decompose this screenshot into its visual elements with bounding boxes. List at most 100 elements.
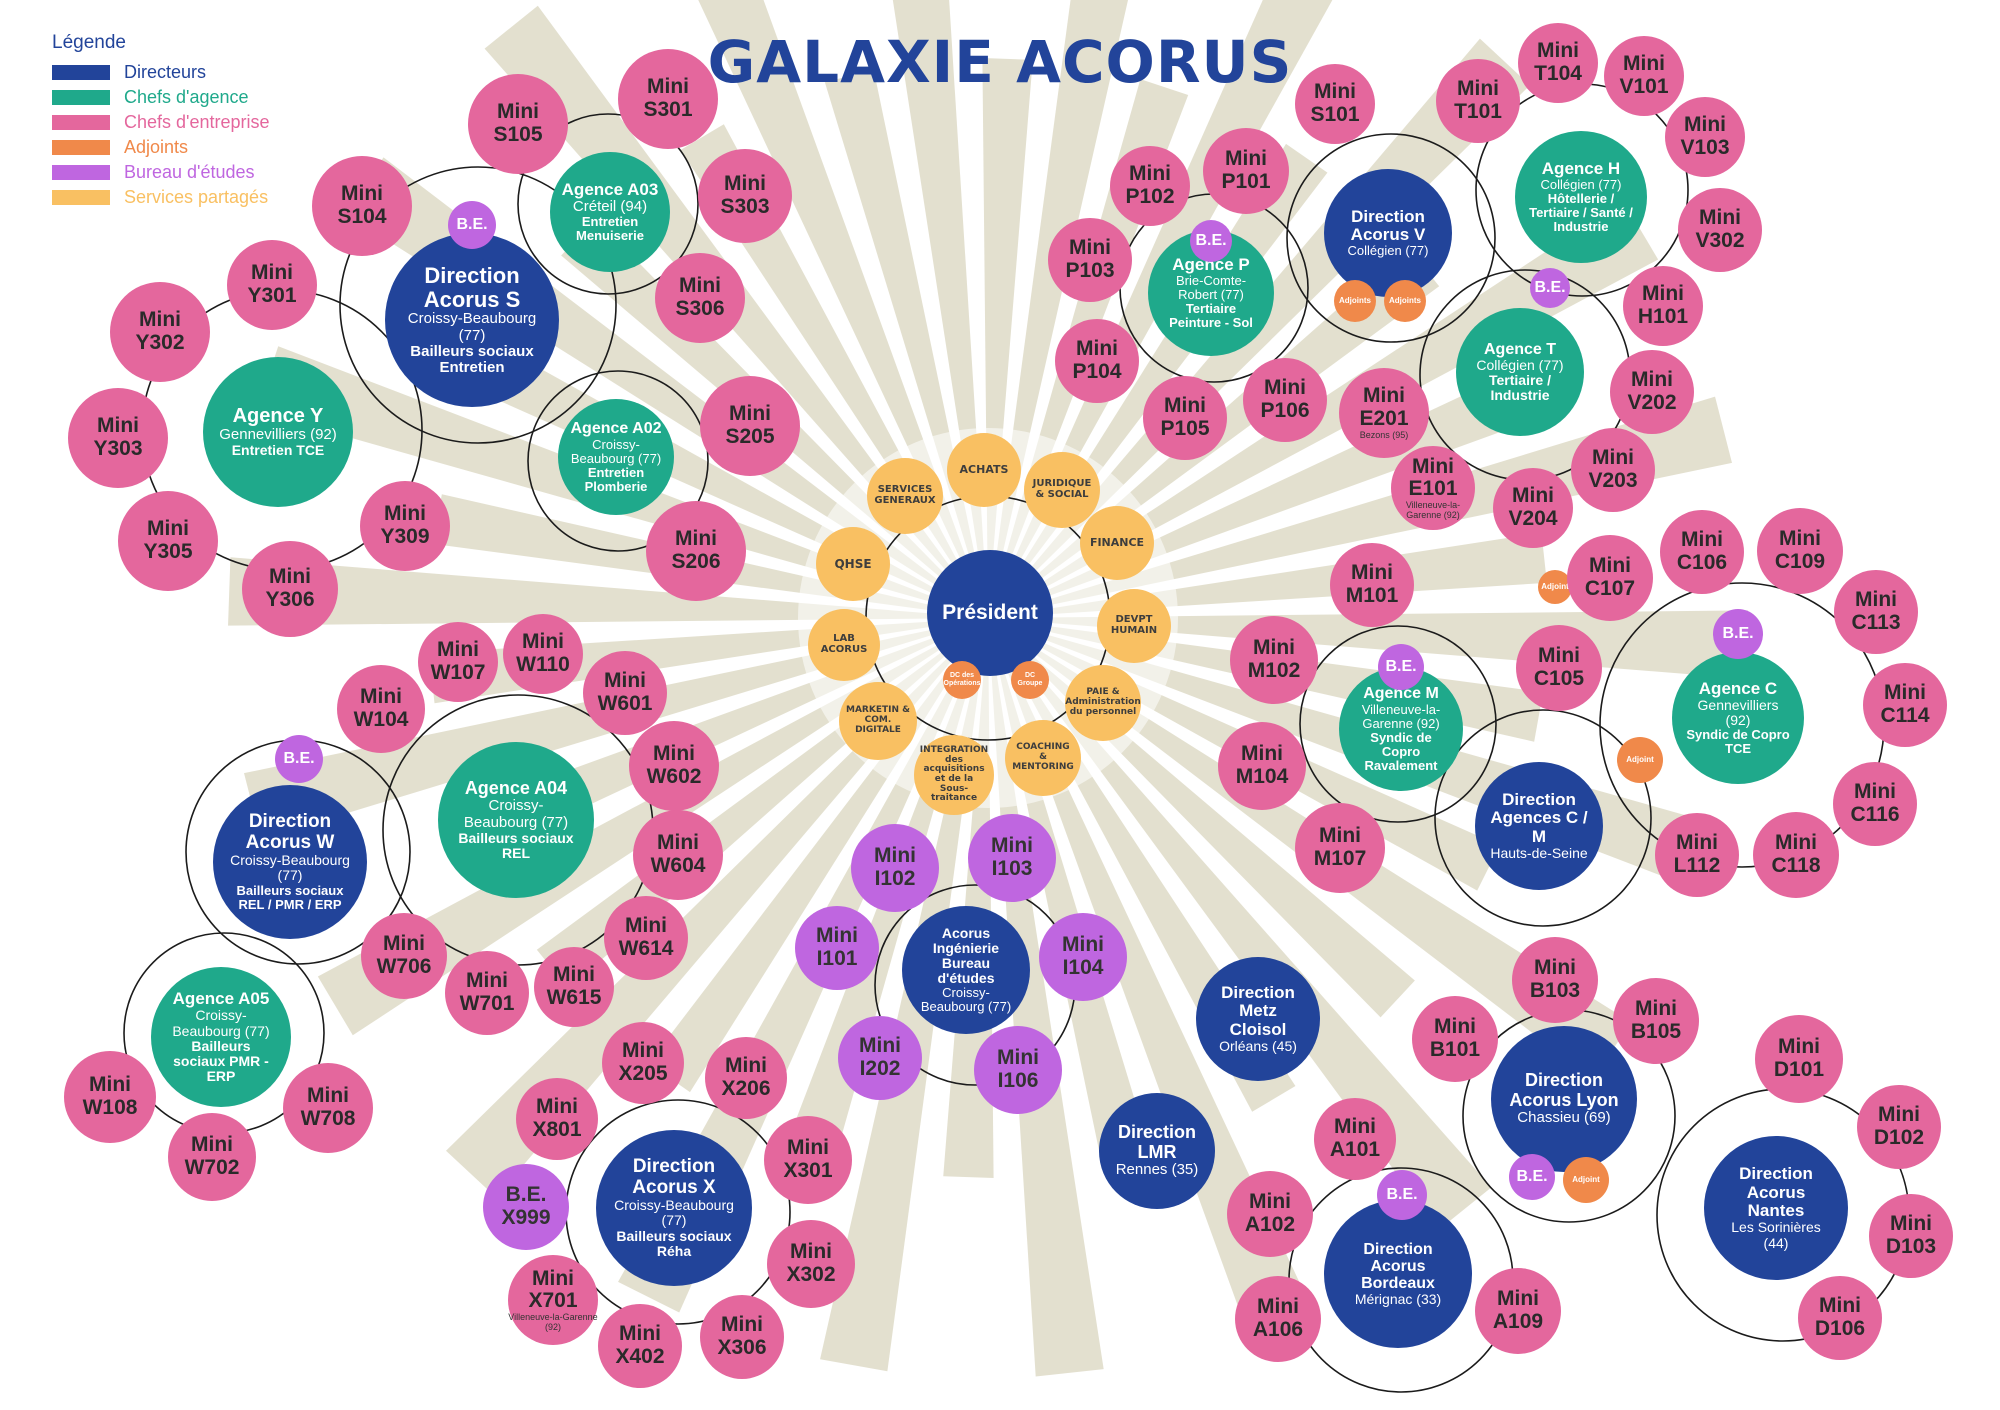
agency-name: Agence T bbox=[1483, 340, 1556, 358]
mini-code: Y302 bbox=[135, 331, 185, 354]
mini-code: S101 bbox=[1310, 103, 1360, 126]
legend-item: Chefs d'agence bbox=[52, 85, 270, 110]
service-paie: PAIE & Administration du personnel bbox=[1065, 665, 1141, 741]
mini-code: I103 bbox=[991, 857, 1033, 880]
adjoint-badge: Adjoints bbox=[1334, 280, 1376, 322]
direction-name: Direction Acorus S bbox=[423, 262, 521, 312]
direction-name: Direction Acorus Bordeaux bbox=[1361, 1240, 1435, 1293]
service-label: PAIE & Administration du personnel bbox=[1065, 687, 1141, 717]
service-label: INTEGRATION des acquisitions et de la So… bbox=[919, 744, 989, 804]
mini-label: Mini bbox=[522, 630, 564, 654]
mini-label: Mini bbox=[657, 831, 699, 855]
bureau-etudes-badge: B.E. bbox=[1530, 268, 1570, 308]
mini-code: S105 bbox=[493, 123, 543, 146]
service-label: JURIDIQUE & SOCIAL bbox=[1032, 478, 1092, 500]
legend-swatch bbox=[52, 90, 110, 105]
adjoint-badge: Adjoint bbox=[1617, 737, 1663, 783]
legend-swatch bbox=[52, 140, 110, 155]
agency-city: Croissy-Beaubourg (77) bbox=[463, 797, 569, 831]
legend-title: Légende bbox=[52, 32, 126, 53]
mini-code: M107 bbox=[1313, 847, 1367, 870]
mini-label: Mini bbox=[1264, 376, 1306, 400]
mini-code: S306 bbox=[675, 297, 725, 320]
direction-city: Orléans (45) bbox=[1219, 1037, 1297, 1054]
page-title: GALAXIE ACORUS bbox=[707, 28, 1293, 96]
mini-label: Mini bbox=[721, 1313, 763, 1337]
mini-label: Mini bbox=[675, 527, 717, 551]
mini-code: W706 bbox=[376, 955, 432, 978]
mini-code: M104 bbox=[1235, 765, 1289, 788]
mini-code: C105 bbox=[1533, 667, 1585, 690]
mini-label: Mini bbox=[383, 932, 425, 956]
mini-code: S301 bbox=[643, 98, 693, 121]
sunburst-ray bbox=[228, 557, 989, 626]
legend-swatch bbox=[52, 65, 110, 80]
mini-label: Mini bbox=[1534, 956, 1576, 980]
mini-code: Y309 bbox=[380, 525, 430, 548]
mini-label: Mini bbox=[1257, 1295, 1299, 1319]
mini-label: Mini bbox=[466, 969, 508, 993]
agency-city: Brie-Comte-Robert (77) bbox=[1175, 273, 1247, 303]
agency-city: Croissy-Beaubourg (77) bbox=[172, 1007, 270, 1039]
service-services-generaux: SERVICES GENERAUX bbox=[867, 458, 943, 534]
president-node: Président bbox=[927, 550, 1053, 676]
mini-code: W110 bbox=[516, 653, 570, 676]
mini-code: W602 bbox=[646, 765, 702, 788]
adjoint-label: Adjoint bbox=[1541, 581, 1569, 591]
mini-label: Mini bbox=[1069, 236, 1111, 260]
agency-name: Agence Y bbox=[232, 404, 324, 427]
mini-code: D102 bbox=[1873, 1126, 1925, 1149]
be-label: B.E. bbox=[456, 216, 488, 234]
mini-code: W107 bbox=[430, 661, 486, 684]
adjoint-label: Adjoints bbox=[1339, 295, 1371, 305]
direction-activity: Bailleurs sociaux Réha bbox=[616, 1227, 732, 1259]
agency-activity: Syndic de Copro Ravalement bbox=[1364, 729, 1438, 773]
direction-name: Acorus Ingénierie bbox=[932, 924, 1000, 956]
service-marketing: MARKETIN & COM. DIGITALE bbox=[839, 682, 917, 760]
mini-label: Mini bbox=[1681, 528, 1723, 552]
mini-label: Mini bbox=[1314, 80, 1356, 104]
service-qhse: QHSE bbox=[816, 527, 890, 601]
legend-item: Bureau d'études bbox=[52, 160, 270, 185]
agency-name: Agence A05 bbox=[172, 989, 270, 1009]
ring-agences-cm bbox=[1434, 709, 1652, 927]
mini-label: Mini bbox=[1363, 384, 1405, 408]
mini-code: P102 bbox=[1125, 185, 1175, 208]
mini-code: W701 bbox=[459, 992, 515, 1015]
be-label: B.E. bbox=[1385, 658, 1417, 676]
direction-city: Rennes (35) bbox=[1115, 1161, 1199, 1179]
agency-activity: Bailleurs sociaux REL bbox=[458, 829, 574, 861]
direction-activity: Bailleurs sociaux REL / PMR / ERP bbox=[236, 882, 344, 912]
president-label: Président bbox=[942, 600, 1038, 624]
